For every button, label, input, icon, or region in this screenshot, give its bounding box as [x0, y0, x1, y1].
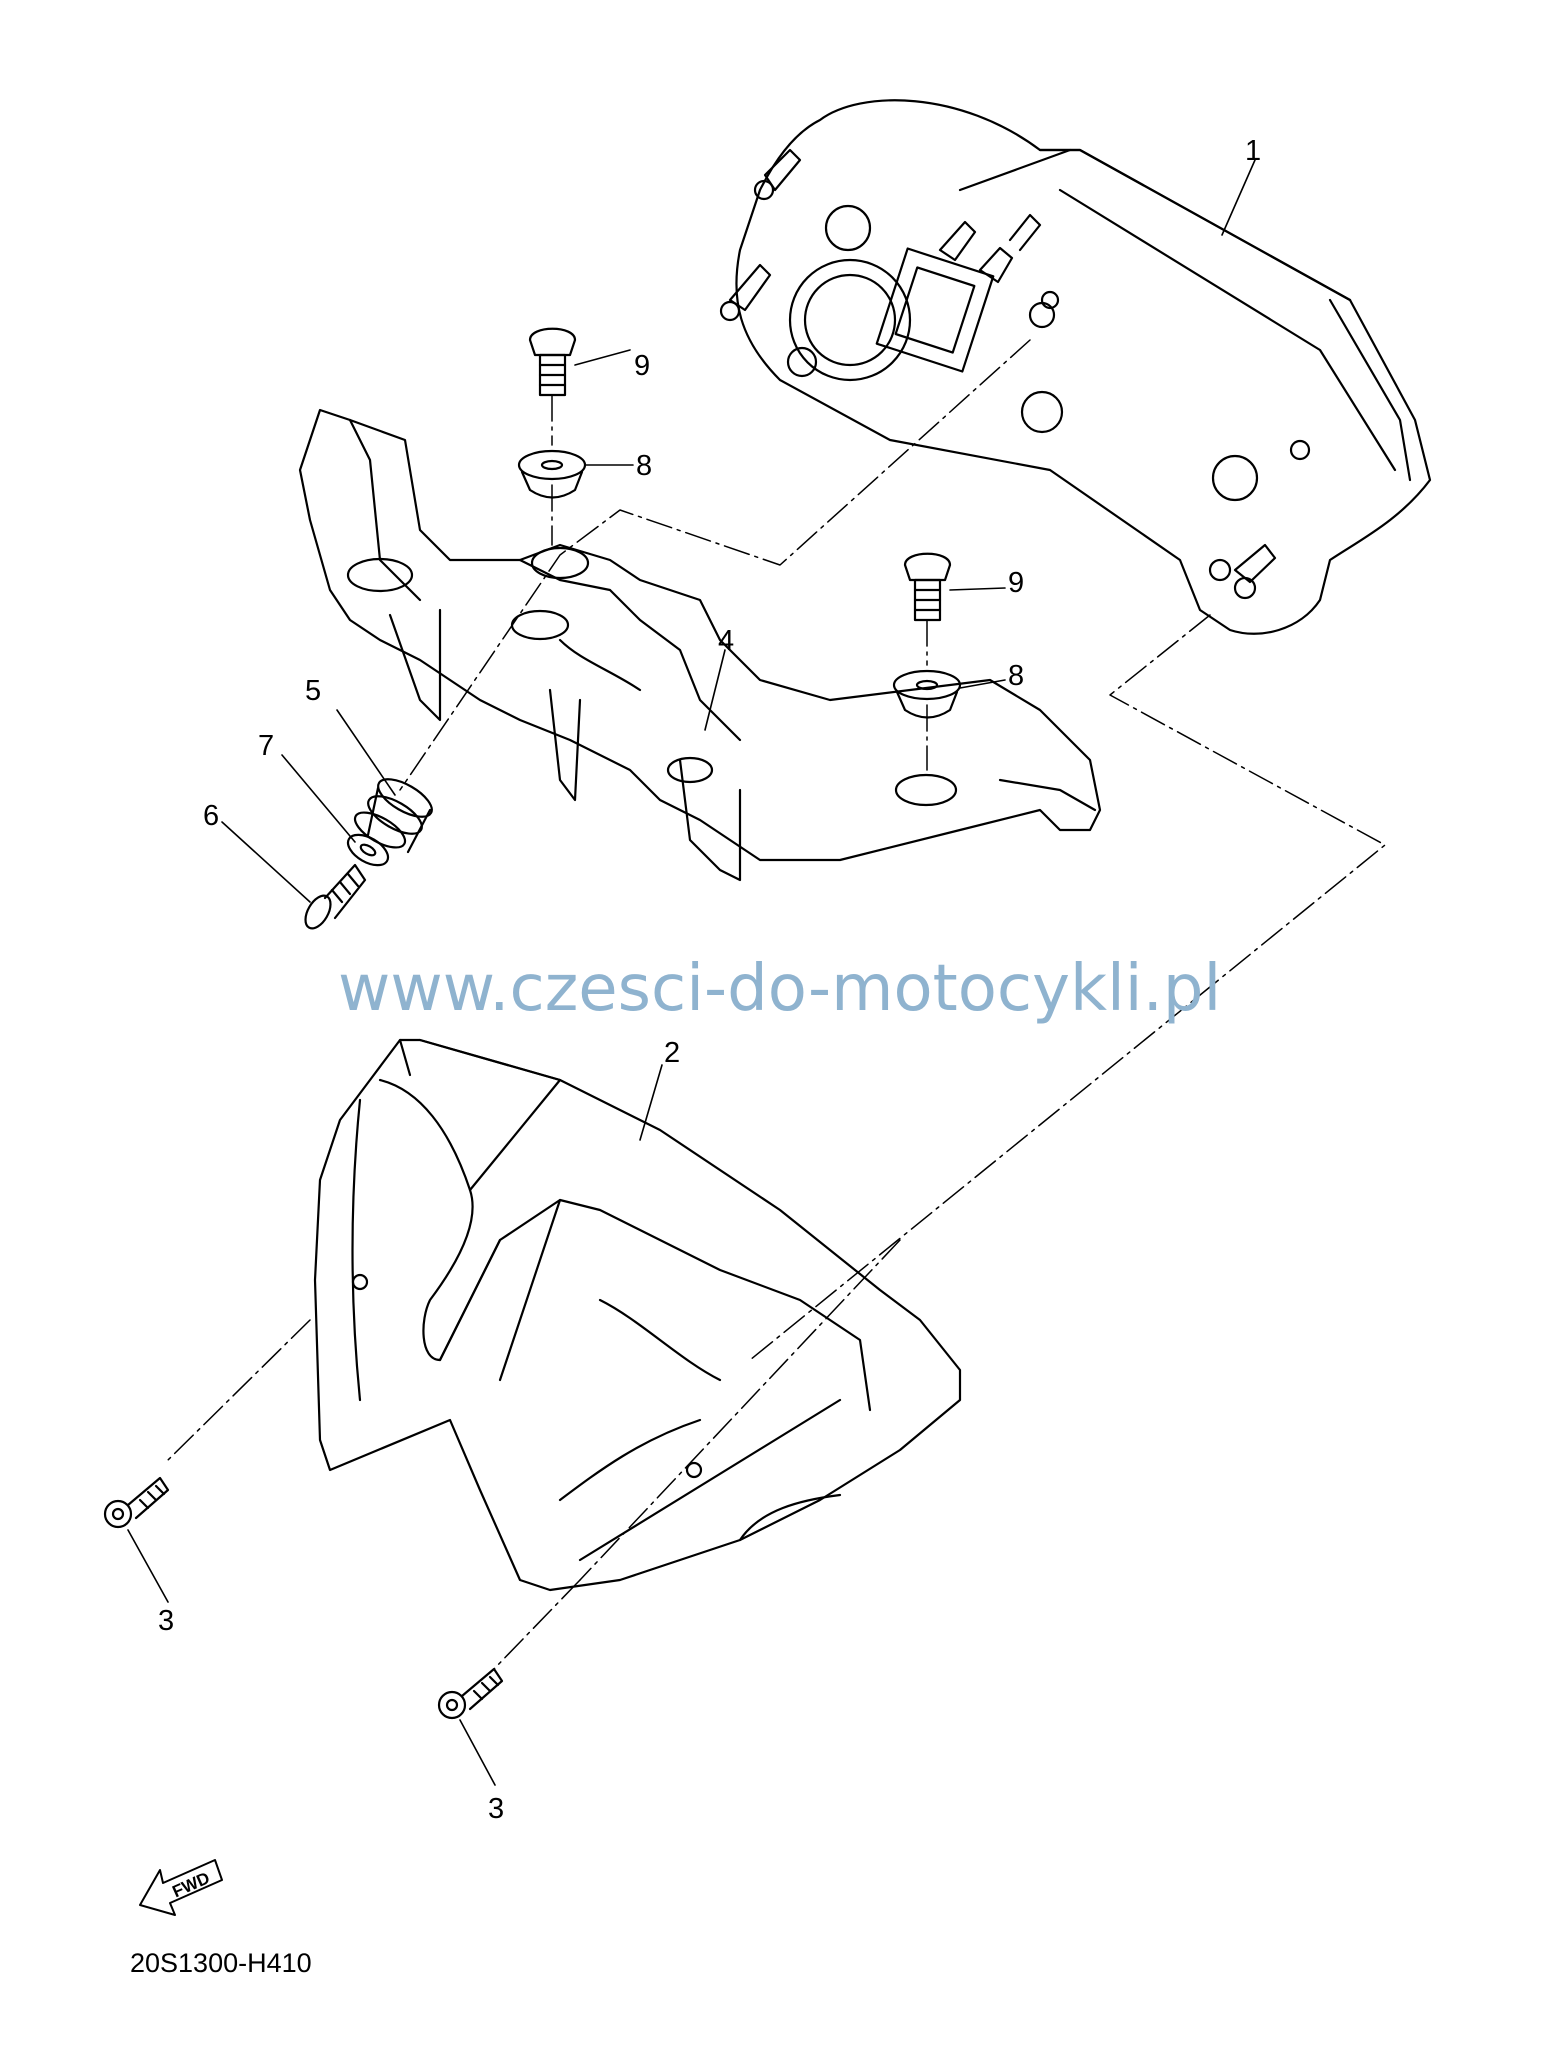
bolt-upper-right: [903, 552, 952, 622]
reference-code: 20S1300-H410: [130, 1948, 312, 1978]
watermark-url: www.czesci-do-motocykli.pl: [338, 952, 1221, 1026]
screw-left: [103, 1476, 170, 1529]
callout-8-upper: 8: [636, 450, 652, 482]
leader-lines: [127, 159, 1256, 1786]
callout-7: 7: [258, 730, 274, 762]
meter-assembly: [719, 99, 1432, 635]
meter-bracket: [298, 408, 1102, 882]
callout-5: 5: [305, 675, 321, 707]
damper-grommet: [353, 778, 433, 854]
bolt-upper-left: [528, 327, 577, 397]
callout-4: 4: [718, 625, 734, 657]
assembly-lines: [167, 339, 1386, 1670]
fwd-arrow-icon: [139, 1859, 223, 1916]
callout-6: 6: [203, 800, 219, 832]
washer: [346, 833, 390, 867]
screw-part-6: [304, 863, 367, 930]
screw-right: [437, 1667, 504, 1720]
callout-3-right: 3: [488, 1793, 504, 1825]
callout-1: 1: [1245, 135, 1261, 167]
callout-9-upper: 9: [634, 350, 650, 382]
callout-3-left: 3: [158, 1605, 174, 1637]
callout-2: 2: [664, 1037, 680, 1069]
callout-8-lower: 8: [1008, 660, 1024, 692]
meter-cover: [313, 1038, 962, 1592]
fwd-label: FWD: [169, 1868, 212, 1901]
callout-9-lower: 9: [1008, 567, 1024, 599]
